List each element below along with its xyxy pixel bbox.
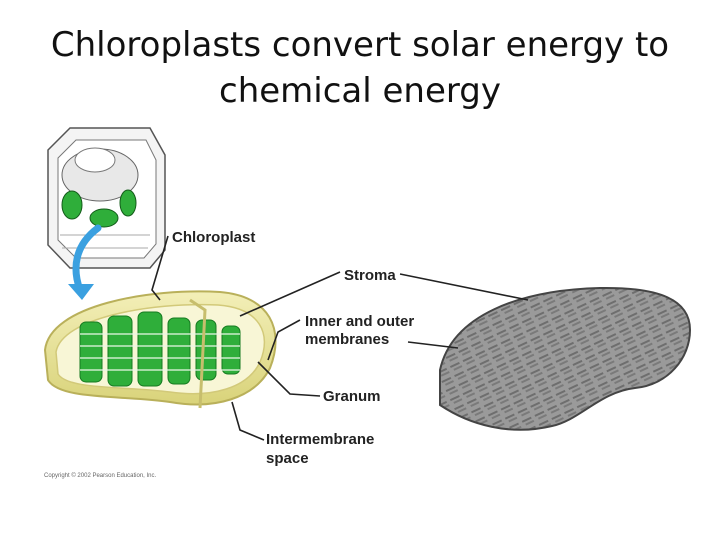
slide-title: Chloroplasts convert solar energy to che… [0, 22, 720, 114]
label-chloroplast: Chloroplast [172, 229, 255, 246]
cell-chloroplast [119, 189, 137, 217]
electron-micrograph [439, 286, 692, 431]
plant-cell-illustration [47, 127, 166, 269]
label-intermembrane-line1: Intermembrane [266, 431, 374, 448]
title-line-1: Chloroplasts convert solar energy to [50, 25, 670, 65]
label-granum: Granum [323, 388, 381, 405]
chloroplast-cutaway [43, 290, 277, 409]
leader-lines [151, 235, 529, 441]
label-membranes-line1: Inner and outer [305, 313, 414, 330]
cell-chloroplast [61, 190, 83, 220]
zoom-arrow-head [68, 284, 94, 300]
label-stroma: Stroma [344, 267, 396, 284]
copyright-note: Copyright © 2002 Pearson Education, Inc. [44, 472, 156, 479]
label-membranes-line2: membranes [305, 331, 389, 348]
cell-chloroplast [89, 208, 119, 228]
title-line-2: chemical energy [219, 71, 501, 111]
label-intermembrane-line2: space [266, 450, 309, 467]
zoom-arrow [72, 224, 102, 294]
